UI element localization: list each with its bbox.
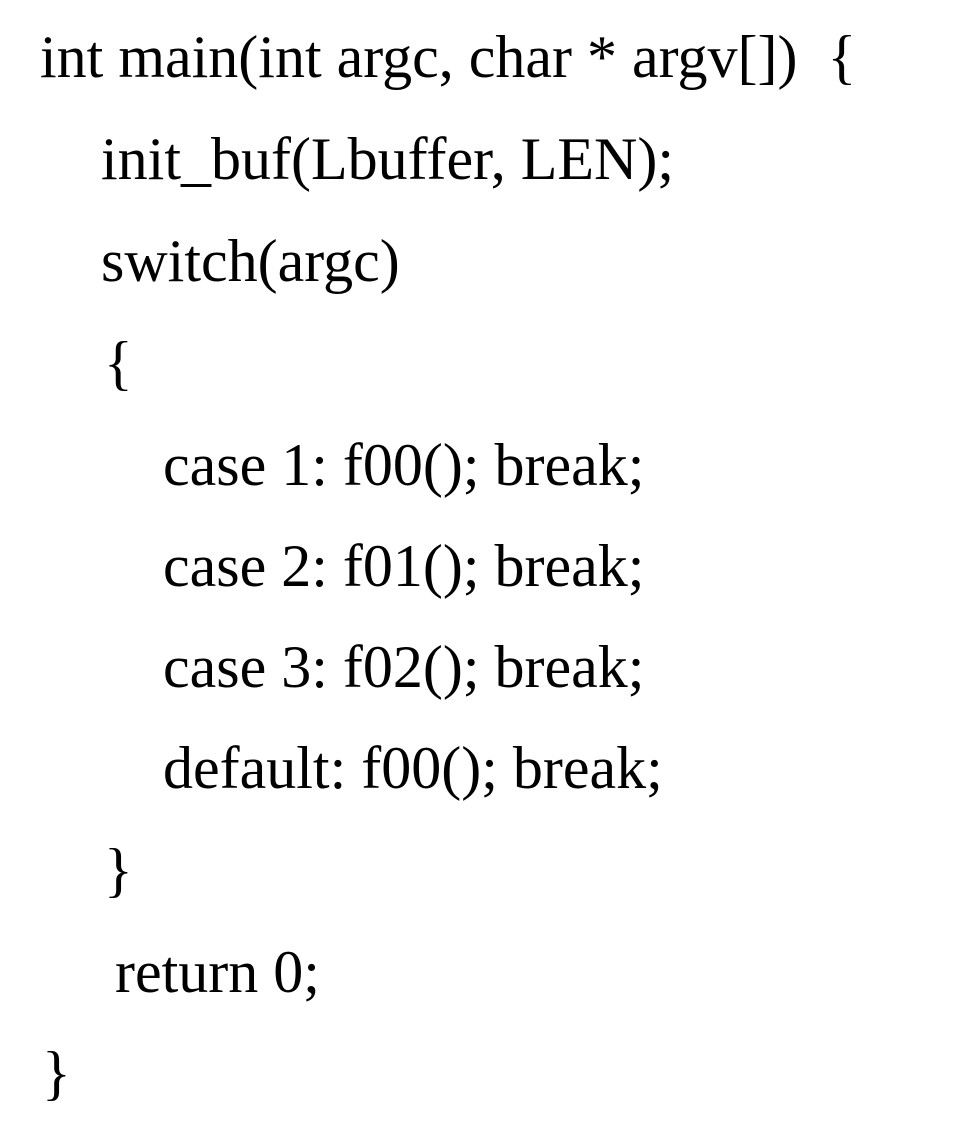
code-line-main-signature: int main(int argc, char * argv[]) { (40, 24, 857, 90)
code-line-switch-open: { (104, 330, 133, 396)
code-line-default: default: f00(); break; (163, 735, 663, 801)
code-line-main-close: } (42, 1040, 71, 1106)
code-line-case-3: case 3: f02(); break; (163, 634, 645, 700)
code-line-case-1: case 1: f00(); break; (163, 432, 645, 498)
code-line-return: return 0; (115, 939, 320, 1005)
code-line-switch: switch(argc) (101, 228, 400, 294)
code-line-switch-close: } (104, 837, 133, 903)
code-line-case-2: case 2: f01(); break; (163, 533, 645, 599)
code-line-init-buf: init_buf(Lbuffer, LEN); (101, 126, 674, 192)
